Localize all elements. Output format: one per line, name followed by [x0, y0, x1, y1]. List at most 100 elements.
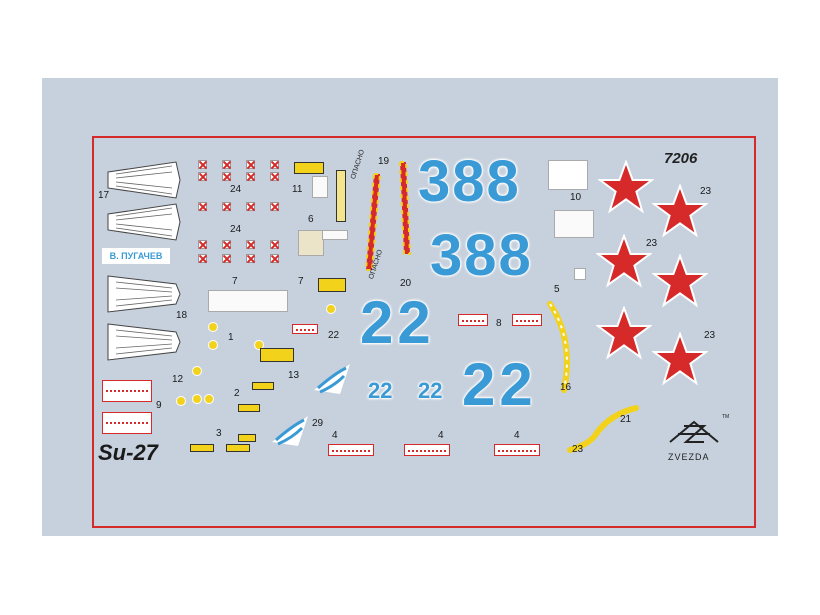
callout-3: 3 [216, 428, 222, 439]
callout-7: 7 [232, 276, 238, 287]
stencil-5 [574, 268, 586, 280]
callout-8: 8 [496, 318, 502, 329]
hazard-dot [208, 322, 218, 332]
callout-17: 17 [98, 190, 110, 201]
stencil-3b [226, 444, 250, 452]
x-marker [270, 172, 279, 181]
number-22-small-1: 22 [368, 378, 393, 403]
placard-8b [512, 314, 542, 326]
red-star-icon [598, 160, 654, 214]
red-star-icon [652, 254, 708, 308]
y-dot [192, 366, 202, 376]
x-marker [222, 160, 231, 169]
callout-5: 5 [554, 284, 560, 295]
callout-29: 29 [312, 418, 324, 429]
zvezda-logo-icon [669, 420, 719, 443]
stencil-13d [238, 434, 256, 442]
model-name: Su-27 [98, 440, 158, 465]
callout-9: 9 [156, 400, 162, 411]
number-22-top: 22 [360, 289, 435, 356]
x-marker [270, 202, 279, 211]
arc-decal-16 [547, 301, 570, 393]
placard-9 [102, 380, 152, 402]
red-star-icon [596, 306, 652, 360]
x-marker [246, 202, 255, 211]
stripe-decal-19 [364, 173, 382, 271]
red-star-icon [596, 234, 652, 288]
placard-4c [494, 444, 540, 456]
panel-decal-17b [107, 203, 181, 241]
red-star-icon [652, 332, 708, 386]
kit-number: 7206 [664, 150, 698, 167]
x-marker [246, 160, 255, 169]
callout-11: 11 [292, 184, 303, 195]
callout-6: 6 [308, 214, 314, 225]
x-marker [222, 172, 231, 181]
sukhoi-emblem-icon [314, 364, 350, 394]
x-marker [222, 240, 231, 249]
placard-22 [292, 324, 318, 334]
y-dot [192, 394, 202, 404]
red-star-icon [652, 184, 708, 238]
number-22-bottom: 22 [462, 351, 537, 418]
callout-21: 21 [620, 414, 632, 425]
x-marker [246, 254, 255, 263]
panel-decal-17 [107, 161, 181, 199]
stencil-11-b [312, 176, 328, 198]
callout-23-b: 23 [646, 238, 658, 249]
placard-8 [458, 314, 488, 326]
callout-4-c: 4 [514, 430, 520, 441]
stencil-13 [260, 348, 294, 362]
callout-24-b: 24 [230, 224, 242, 235]
sukhoi-emblem-icon-2 [272, 416, 308, 446]
x-marker [222, 202, 231, 211]
pilot-name: В. ПУГАЧЕВ [102, 248, 170, 264]
x-marker [270, 240, 279, 249]
callout-4-b: 4 [438, 430, 444, 441]
stencil-3 [190, 444, 214, 452]
callout-16: 16 [560, 382, 572, 393]
x-marker [198, 240, 207, 249]
number-22-small-2: 22 [418, 378, 443, 403]
x-marker [198, 172, 207, 181]
x-marker [222, 254, 231, 263]
decal-sheet: 7206 17 18 В. ПУГАЧЕВ 24 24 11 6 7 7 1 2… [42, 78, 778, 536]
x-marker [246, 172, 255, 181]
callout-13: 13 [288, 370, 300, 381]
callout-22: 22 [328, 330, 340, 341]
callout-15: 23 [572, 444, 584, 455]
callout-12: 12 [172, 374, 184, 385]
placard-4b [404, 444, 450, 456]
panel-decal-18b [107, 323, 181, 361]
panel-decal-18 [107, 275, 181, 313]
stencil-10 [548, 160, 588, 190]
callout-19: 19 [378, 156, 390, 167]
callout-14: 7 [298, 276, 304, 287]
stencil-tall [336, 170, 346, 222]
hazard-dot [254, 340, 264, 350]
stencil-14 [318, 278, 346, 292]
callout-2: 2 [234, 388, 240, 399]
stencil-13b [252, 382, 274, 390]
number-388-bottom: 388 [430, 223, 533, 288]
callout-23-c: 23 [704, 330, 716, 341]
y-dot [176, 396, 186, 406]
x-marker [246, 240, 255, 249]
callout-1: 1 [228, 332, 234, 343]
stencil-13c [238, 404, 260, 412]
number-388-top: 388 [418, 149, 521, 214]
callout-10: 10 [570, 192, 582, 203]
callout-20: 20 [400, 278, 412, 289]
callout-18: 18 [176, 310, 188, 321]
brand-name: ZVEZDA [668, 452, 710, 462]
hazard-dot [208, 340, 218, 350]
placard-9b [102, 412, 152, 434]
x-marker [270, 160, 279, 169]
yellow-dot [326, 304, 336, 314]
callout-4-a: 4 [332, 430, 338, 441]
stencil-6-b [322, 230, 348, 240]
x-marker [198, 160, 207, 169]
stripe-decal-20 [398, 161, 412, 255]
y-dot [204, 394, 214, 404]
stencil-7 [208, 290, 288, 312]
